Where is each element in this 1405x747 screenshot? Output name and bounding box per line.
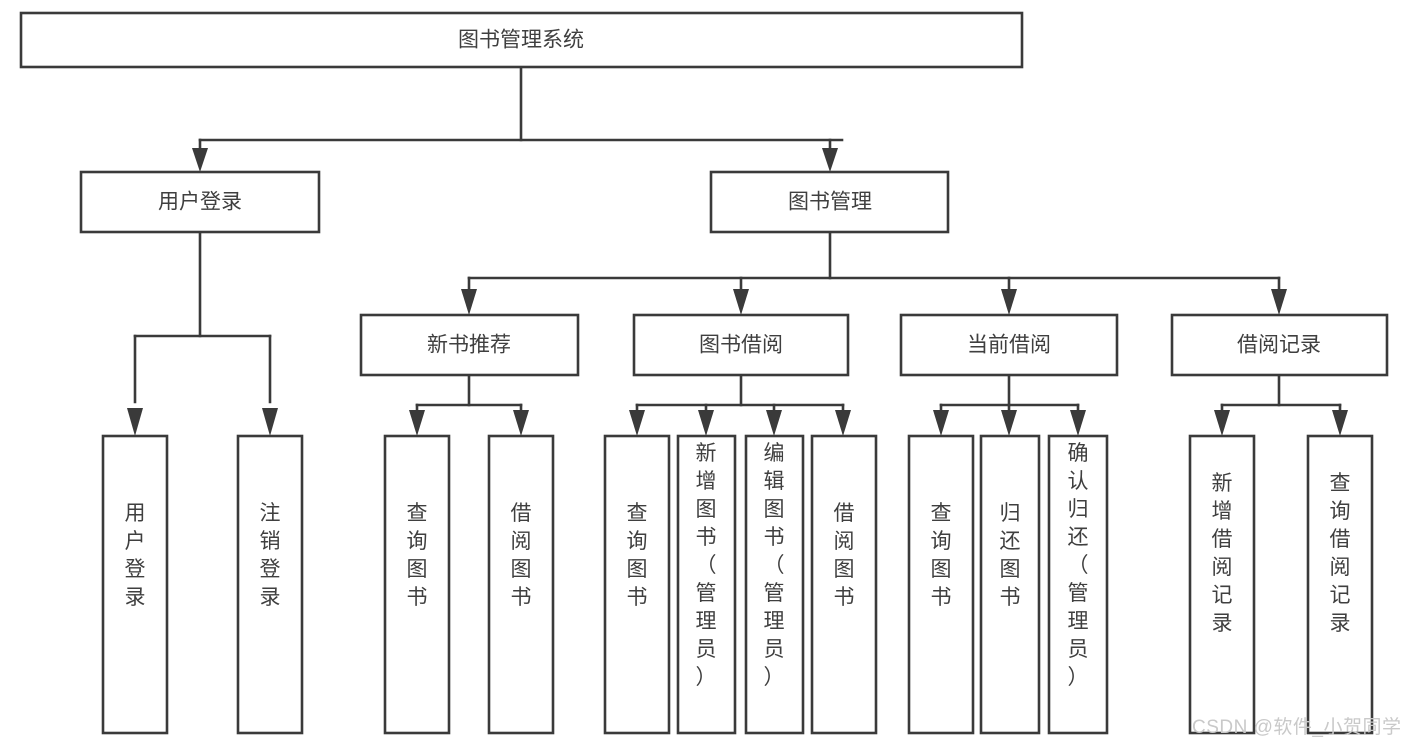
leaf-book-borrow-query[interactable]: 查询图书	[603, 434, 671, 735]
leaf-current-borrow-confirm-label: 确认归还（管理员）	[1068, 442, 1089, 689]
node-book-borrow[interactable]: 图书借阅	[632, 313, 850, 377]
arrow-to-book-manage	[822, 148, 838, 172]
node-user-login[interactable]: 用户登录	[79, 170, 321, 234]
leaf-new-book-borrow-label: 借阅图书	[511, 502, 532, 609]
connector-current-borrow-to-leaves	[933, 373, 1086, 436]
leaf-book-borrow-borrow[interactable]: 借阅图书	[810, 434, 878, 735]
node-book-borrow-label: 图书借阅	[699, 334, 783, 357]
node-current-borrow-label: 当前借阅	[967, 334, 1051, 357]
leaf-current-borrow-query-label: 查询图书	[931, 502, 952, 609]
leaf-user-login-logout-label: 注销登录	[260, 502, 281, 609]
leaf-new-book-borrow[interactable]: 借阅图书	[487, 434, 555, 735]
leaf-current-borrow-query[interactable]: 查询图书	[907, 434, 975, 735]
node-book-manage-label: 图书管理	[788, 191, 872, 214]
leaf-book-borrow-query-label: 查询图书	[627, 502, 648, 609]
node-book-manage[interactable]: 图书管理	[709, 170, 950, 234]
leaf-user-login-query[interactable]: 用户登录	[101, 434, 169, 735]
leaf-borrow-record-query-label: 查询借阅记录	[1330, 472, 1351, 635]
connector-book-manage-to-level3	[461, 230, 1287, 315]
node-borrow-record[interactable]: 借阅记录	[1170, 313, 1389, 377]
node-root-label: 图书管理系统	[458, 29, 584, 52]
leaf-book-borrow-edit-label: 编辑图书（管理员）	[764, 442, 785, 689]
leaf-book-borrow-borrow-label: 借阅图书	[834, 502, 855, 609]
leaf-book-borrow-add[interactable]: 新增图书（管理员）	[676, 434, 737, 735]
leaf-user-login-logout[interactable]: 注销登录	[236, 434, 304, 735]
node-user-login-label: 用户登录	[158, 191, 242, 214]
connector-borrow-record-to-leaves	[1214, 373, 1348, 436]
connector-user-login-to-leaves	[127, 230, 278, 436]
leaf-current-borrow-return-label: 归还图书	[1000, 502, 1021, 609]
node-new-book-recommend[interactable]: 新书推荐	[359, 313, 580, 377]
node-new-book-recommend-label: 新书推荐	[427, 334, 511, 357]
leaf-book-borrow-add-label: 新增图书（管理员）	[696, 442, 717, 689]
leaf-borrow-record-add[interactable]: 新增借阅记录	[1188, 434, 1256, 735]
connector-root-to-level2	[198, 65, 844, 160]
arrow-to-user-login	[192, 148, 208, 172]
node-current-borrow[interactable]: 当前借阅	[899, 313, 1119, 377]
leaf-user-login-query-label: 用户登录	[125, 502, 146, 609]
leaf-borrow-record-add-label: 新增借阅记录	[1212, 472, 1233, 635]
connector-new-book-to-leaves	[409, 373, 529, 436]
leaf-book-borrow-edit[interactable]: 编辑图书（管理员）	[744, 434, 805, 735]
node-root[interactable]: 图书管理系统	[19, 11, 1024, 69]
connector-book-borrow-to-leaves	[629, 373, 851, 436]
leaf-new-book-query[interactable]: 查询图书	[383, 434, 451, 735]
leaf-borrow-record-query[interactable]: 查询借阅记录	[1306, 434, 1374, 735]
csdn-watermark: CSDN @软件_小贺同学	[1192, 717, 1402, 738]
leaf-new-book-query-label: 查询图书	[407, 502, 428, 609]
node-borrow-record-label: 借阅记录	[1237, 334, 1321, 357]
leaf-current-borrow-return[interactable]: 归还图书	[979, 434, 1041, 735]
leaf-current-borrow-confirm[interactable]: 确认归还（管理员）	[1047, 434, 1109, 735]
